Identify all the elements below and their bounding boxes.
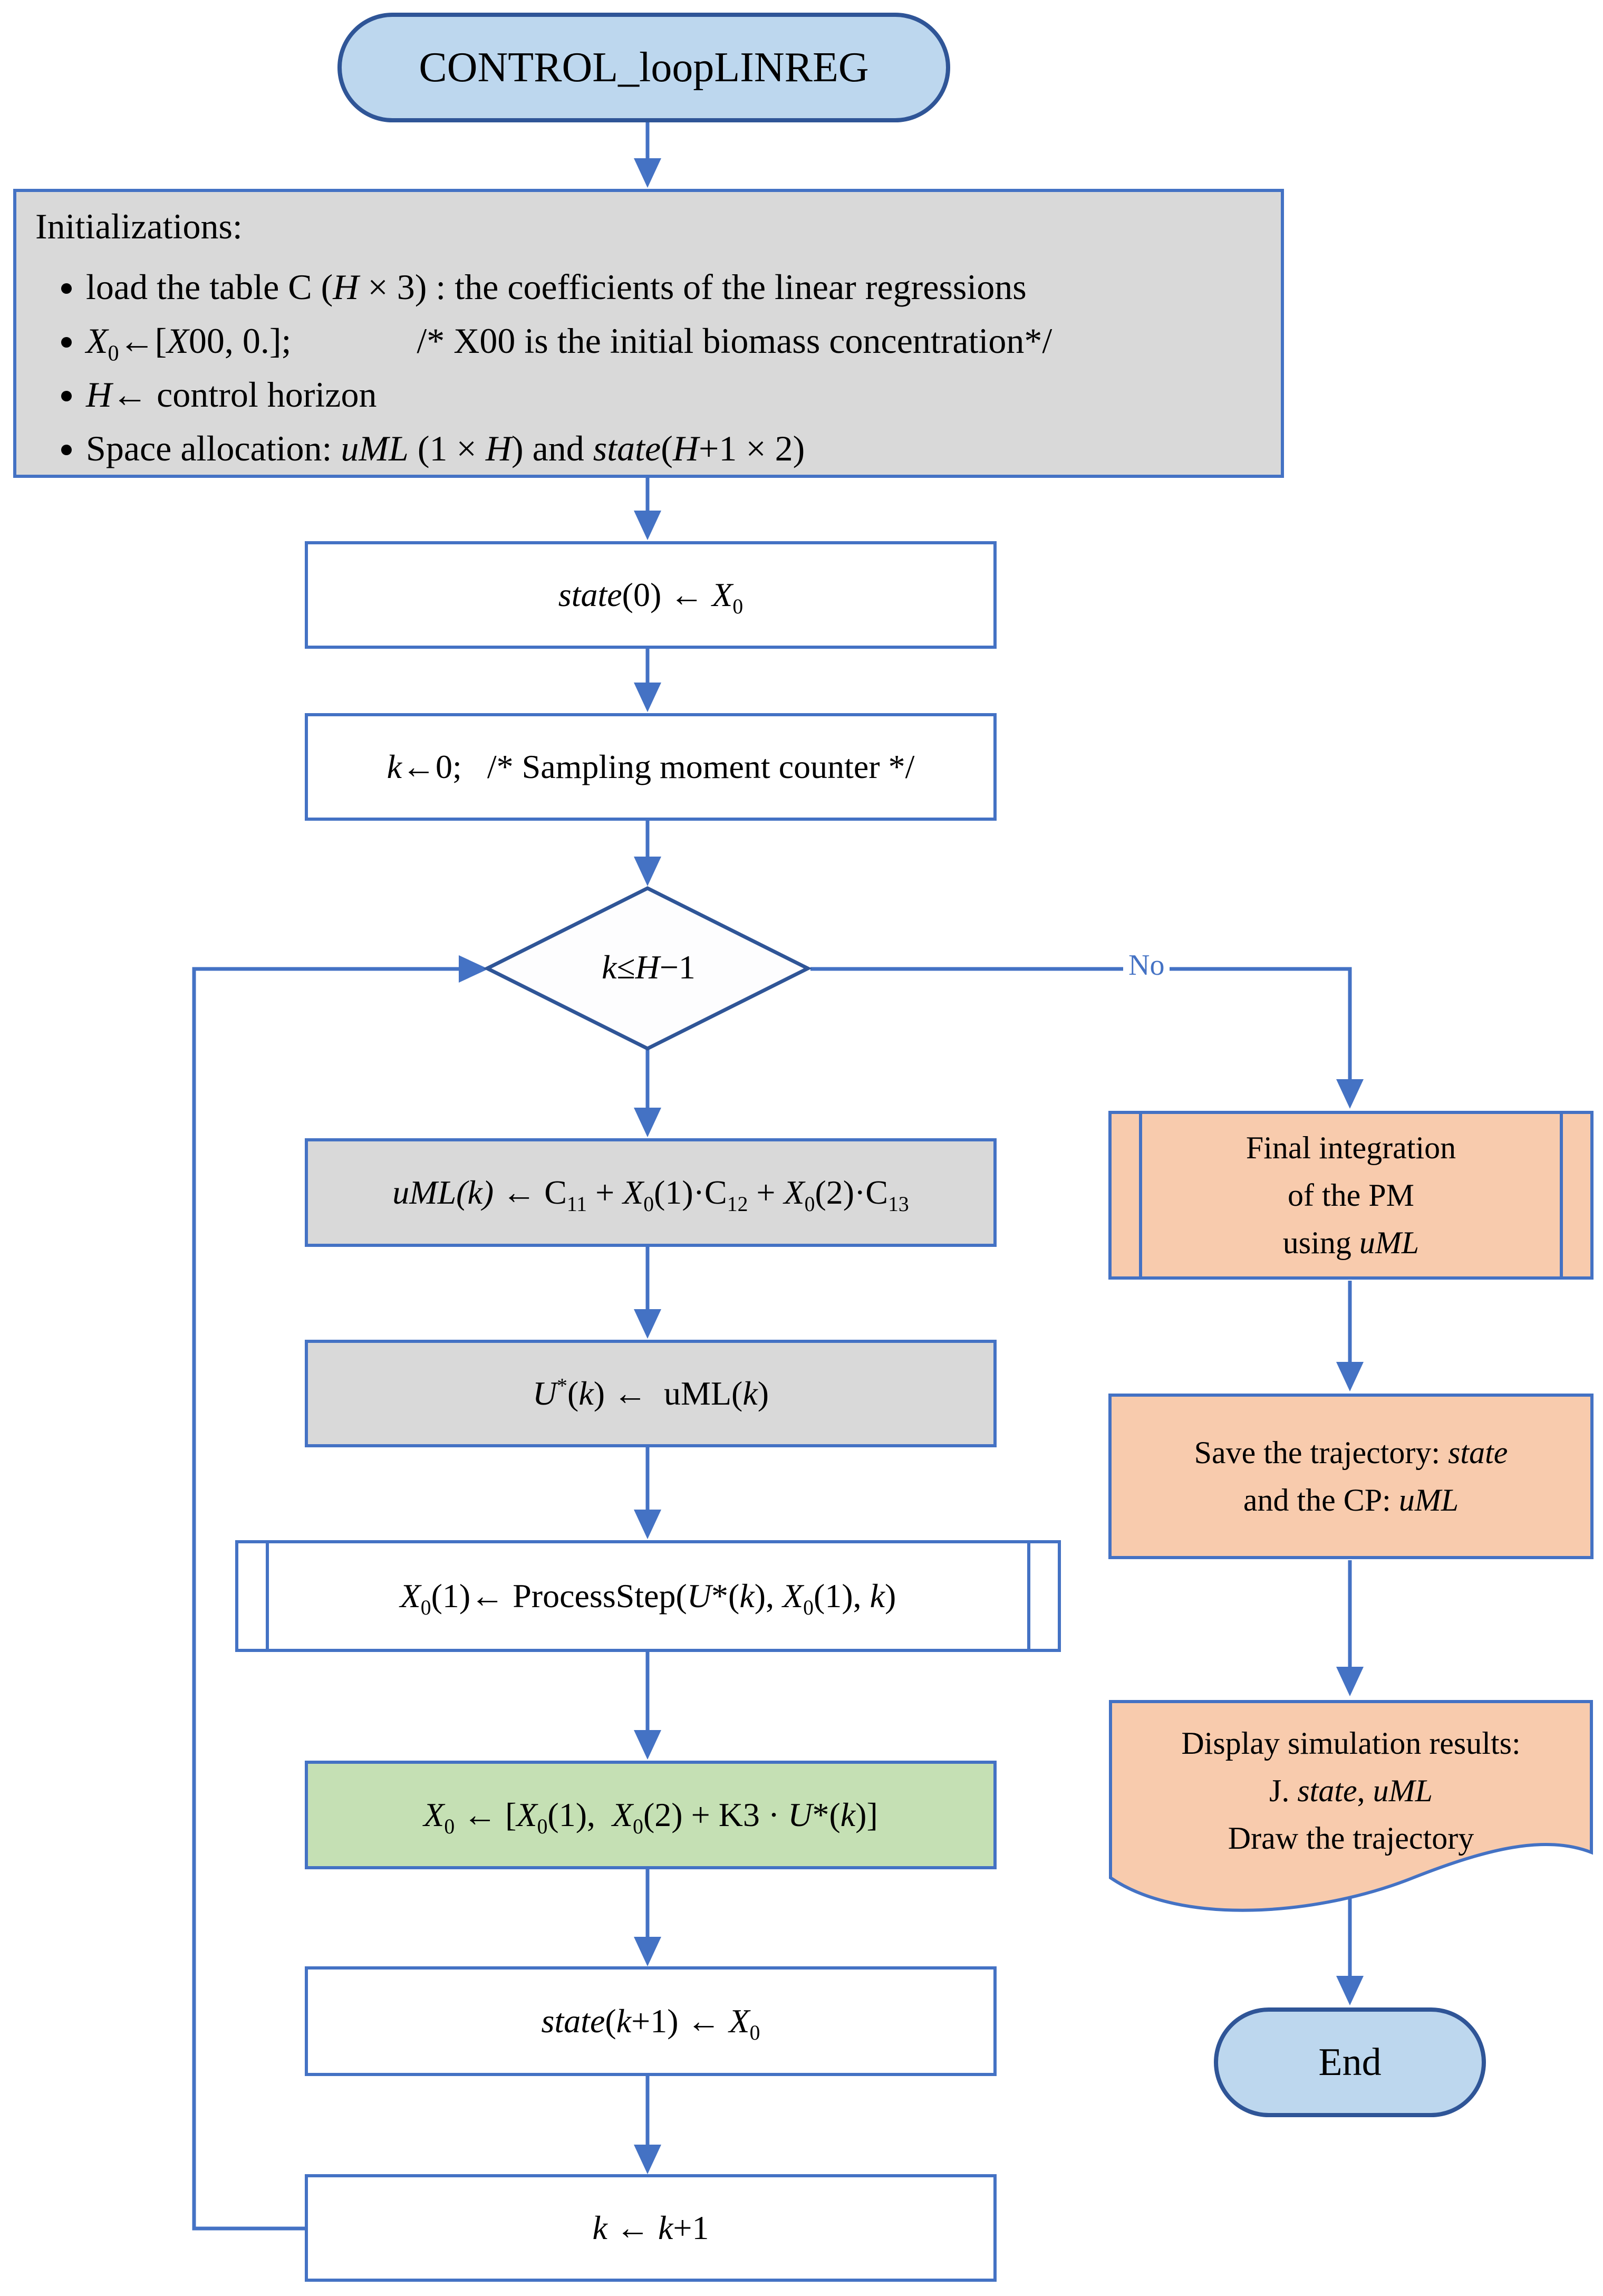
decision-label: k≤H−1: [602, 948, 696, 986]
display-results-box: Display simulation results: J. state, uM…: [1118, 1714, 1584, 1867]
u-star-box: U*(k) ← uML(k): [305, 1340, 997, 1447]
save-trajectory-line2: and the CP: uML: [1243, 1483, 1459, 1517]
init-bullet-horizon: H← control horizon: [86, 368, 1265, 421]
save-trajectory-box: Save the trajectory: state and the CP: u…: [1108, 1394, 1594, 1559]
arrowhead: [634, 683, 661, 712]
arrowhead: [634, 1309, 661, 1339]
final-integration-line3: using uML: [1282, 1225, 1419, 1260]
end-node: End: [1214, 2007, 1486, 2117]
arrowhead: [634, 1108, 661, 1137]
predefined-process-bar: [1560, 1114, 1563, 1276]
predefined-process-bar: [266, 1543, 269, 1649]
uml-calc-box: uML(k) ← C11 + X0(1)·C12 + X0(2)·C13: [305, 1138, 997, 1247]
u-star-label: U*(k) ← uML(k): [532, 1374, 769, 1412]
k0-label: k←0; /* Sampling moment counter */: [387, 748, 915, 785]
init-bullet-space-allocation: Space allocation: uML (1 × H) and state(…: [86, 421, 1265, 475]
k-increment-label: k ← k+1: [592, 2209, 709, 2246]
end-label: End: [1318, 2040, 1382, 2084]
state-k1-label: state(k+1) ← X0: [541, 2002, 760, 2044]
display-results-line1: Display simulation results:: [1181, 1726, 1521, 1761]
decision-diamond: [483, 886, 812, 1051]
uml-calc-label: uML(k) ← C11 + X0(1)·C12 + X0(2)·C13: [392, 1174, 909, 1216]
arrowhead: [634, 2145, 661, 2174]
document-shape: [1109, 1700, 1593, 1912]
arrowhead: [1336, 1667, 1364, 1696]
arrowhead-loopback: [459, 955, 488, 983]
init-bullet-load-table: load the table C (H × 3) : the coefficie…: [86, 260, 1265, 314]
arrowhead: [634, 158, 661, 188]
update-x0-label: X0 ← [X0(1), X0(2) + K3 · U*(k)]: [423, 1796, 878, 1838]
state0-box: state(0) ← X0: [305, 541, 997, 649]
arrowhead-no-branch: [1336, 1079, 1364, 1109]
k0-box: k←0; /* Sampling moment counter */: [305, 713, 997, 821]
display-results-line2: J. state, uML: [1269, 1773, 1433, 1808]
save-trajectory-line1: Save the trajectory: state: [1194, 1435, 1508, 1470]
final-integration-line2: of the PM: [1288, 1178, 1414, 1213]
state-k1-box: state(k+1) ← X0: [305, 1966, 997, 2076]
predefined-process-bar: [1027, 1543, 1030, 1649]
initializations-box: Initializations: load the table C (H × 3…: [13, 189, 1284, 478]
arrowhead: [1336, 1362, 1364, 1391]
arrowhead: [634, 1937, 661, 1966]
loopback-line: [192, 967, 461, 2231]
arrowhead: [634, 1730, 661, 1760]
display-results-line3: Draw the trajectory: [1228, 1821, 1474, 1856]
init-bullet-x0: X0←[X00, 0.]; /* X00 is the initial biom…: [86, 314, 1265, 368]
no-branch-line: [810, 967, 1352, 1082]
start-node: CONTROL_loopLINREG: [337, 13, 950, 122]
predefined-process-bar: [1139, 1114, 1142, 1276]
arrowhead: [634, 1510, 661, 1539]
process-step-box: X0(1)← ProcessStep(U*(k), X0(1), k): [235, 1540, 1061, 1652]
arrowhead: [634, 511, 661, 540]
start-label: CONTROL_loopLINREG: [419, 44, 869, 91]
init-title: Initializations:: [35, 206, 243, 246]
arrowhead: [634, 857, 661, 886]
final-integration-box: Final integration of the PM using uML: [1108, 1111, 1594, 1280]
init-bullet-list: load the table C (H × 3) : the coefficie…: [35, 260, 1265, 475]
no-branch-label: No: [1123, 948, 1170, 982]
arrowhead-to-end: [1336, 1976, 1364, 2005]
state0-label: state(0) ← X0: [558, 576, 743, 618]
update-x0-box: X0 ← [X0(1), X0(2) + K3 · U*(k)]: [305, 1761, 997, 1869]
final-integration-line1: Final integration: [1245, 1130, 1456, 1165]
process-step-label: X0(1)← ProcessStep(U*(k), X0(1), k): [400, 1577, 896, 1619]
k-increment-box: k ← k+1: [305, 2174, 997, 2282]
